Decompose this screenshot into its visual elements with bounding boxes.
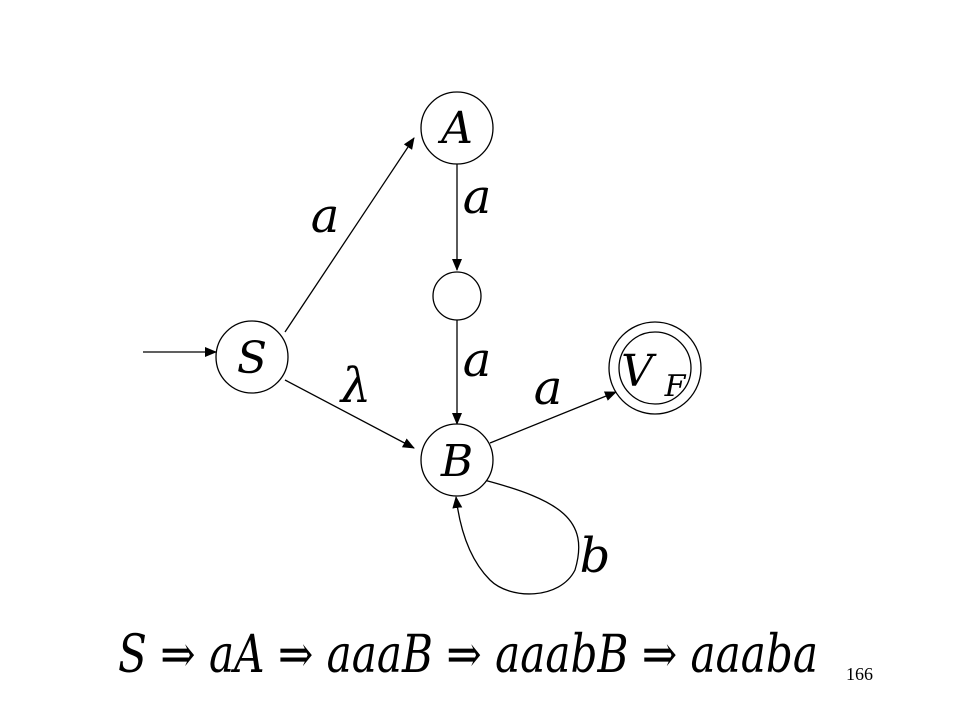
edge-s-b-label: λ [339, 358, 371, 414]
state-b [420, 423, 494, 497]
derivation-arrow: ⇒ [642, 625, 677, 685]
state-intermediate [432, 271, 482, 321]
state-vf-inner [618, 331, 692, 405]
derivation-step: aaaba [691, 625, 818, 685]
state-s-label: S [237, 333, 267, 384]
derivation-step: S [118, 625, 147, 685]
state-b-label: B [440, 436, 473, 487]
state-a [420, 91, 494, 165]
derivation-arrow: ⇒ [446, 625, 481, 685]
state-vf-subscript: F [664, 369, 687, 404]
derivation-step: aaabB [495, 625, 628, 685]
state-s [215, 320, 289, 394]
state-a-label: A [437, 103, 473, 154]
state-vf-label: V [621, 346, 657, 397]
derivation-step: aaaB [327, 625, 433, 685]
edge-s-a [284, 137, 415, 333]
slide-number: 166 [846, 664, 873, 684]
edge-b-b-loop [452, 479, 580, 595]
edge-b-vf [489, 391, 617, 444]
edge-s-a-label: a [311, 188, 340, 244]
edge-b-b-label: b [580, 528, 611, 584]
derivation-arrow: ⇒ [278, 625, 313, 685]
derivation-step: aA [209, 625, 265, 685]
edge-b-vf-label: a [534, 360, 563, 416]
edge-a-mid-label: a [463, 169, 492, 225]
derivation: S ⇒ aA ⇒ aaaB ⇒ aaabB ⇒ aaaba [118, 625, 818, 685]
edge-mid-b-label: a [463, 332, 492, 388]
derivation-arrow: ⇒ [160, 625, 195, 685]
edge-s-b [284, 379, 415, 449]
